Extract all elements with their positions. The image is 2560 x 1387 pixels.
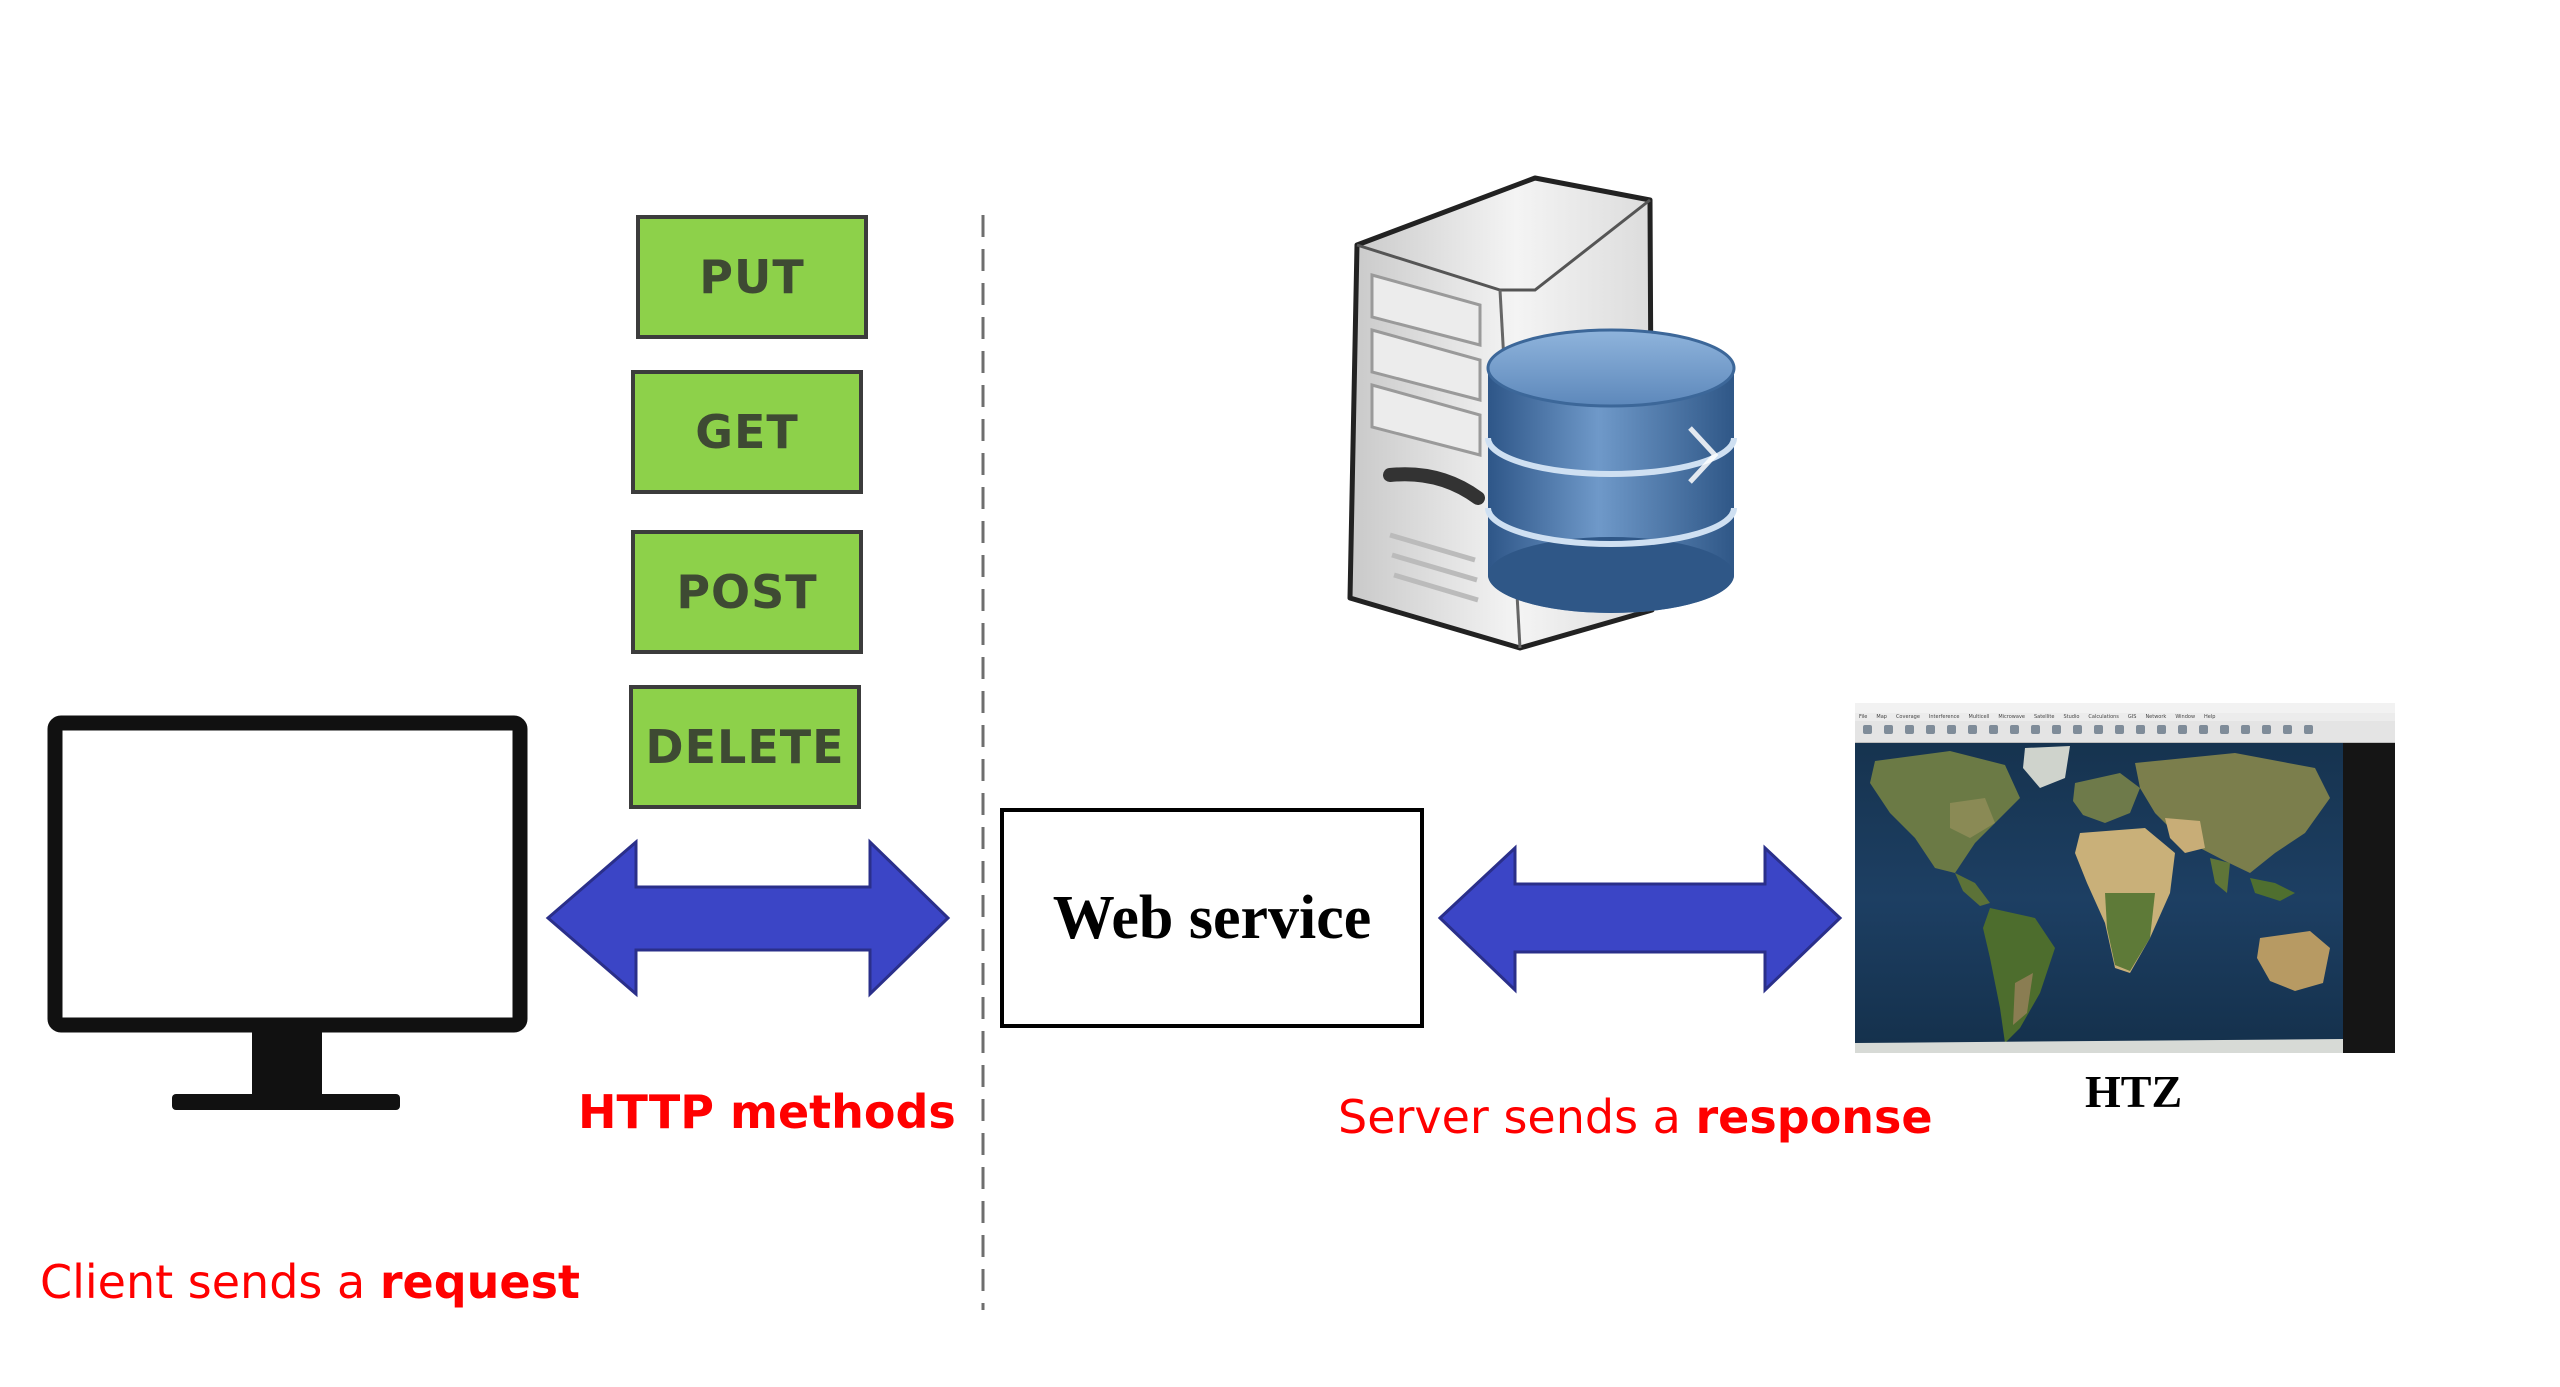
htz-side-panel [2343, 743, 2395, 1053]
htz-toolbar-icon [1926, 725, 1935, 734]
htz-toolbar-icon [2262, 725, 2271, 734]
method-delete-box: DELETE [629, 685, 861, 809]
htz-menu-item: Help [2204, 714, 2216, 720]
method-get-box: GET [631, 370, 863, 494]
htz-toolbar-icon [2073, 725, 2082, 734]
server-label-emphasis: response [1695, 1090, 1933, 1144]
htz-toolbar-icon [1905, 725, 1914, 734]
client-arrow-icon [545, 838, 951, 998]
htz-menu-item: GIS [2127, 714, 2137, 720]
client-label-emphasis: request [379, 1255, 580, 1309]
htz-menu-item: Network [2145, 714, 2167, 720]
htz-toolbar-icon [2115, 725, 2124, 734]
htz-menubar: File Map Coverage Interference Multicell Micr… [1855, 713, 2395, 721]
htz-menu-item: Calculations [2088, 714, 2119, 720]
htz-toolbar [1855, 721, 2395, 743]
htz-toolbar-icon [2178, 725, 2187, 734]
method-put-box: PUT [636, 215, 868, 339]
client-request-label: Client sends a request [40, 1255, 580, 1309]
htz-menu-item: Window [2175, 714, 2196, 720]
htz-menu-item: Coverage [1895, 714, 1920, 720]
htz-toolbar-icon [2283, 725, 2292, 734]
htz-toolbar-icon [2241, 725, 2250, 734]
htz-menu-item: Map [1876, 714, 1887, 720]
htz-label: HTZ [2085, 1066, 2183, 1117]
htz-menu-item: Multicell [1968, 714, 1990, 720]
method-post-box: POST [631, 530, 863, 654]
htz-toolbar-icon [1884, 725, 1893, 734]
server-arrow-icon [1437, 844, 1843, 994]
htz-toolbar-icon [2199, 725, 2208, 734]
htz-app-screenshot: File Map Coverage Interference Multicell Micr… [1855, 703, 2395, 1053]
client-label-prefix: Client sends a [40, 1255, 380, 1309]
htz-menu-item: Studio [2063, 714, 2080, 720]
htz-toolbar-icon [1863, 725, 1872, 734]
server-response-label: Server sends a response [1338, 1090, 1933, 1144]
world-map-icon [1855, 743, 2343, 1053]
htz-toolbar-icon [1947, 725, 1956, 734]
htz-menu-item: Satellite [2033, 714, 2055, 720]
web-service-label: Web service [1052, 883, 1372, 952]
htz-toolbar-icon [2304, 725, 2313, 734]
htz-toolbar-icon [2052, 725, 2061, 734]
server-label-prefix: Server sends a [1338, 1090, 1696, 1144]
web-service-box: Web service [1000, 808, 1424, 1028]
htz-toolbar-icon [1968, 725, 1977, 734]
htz-toolbar-icon [1989, 725, 1998, 734]
htz-toolbar-icon [2094, 725, 2103, 734]
htz-toolbar-icon [2157, 725, 2166, 734]
htz-toolbar-icon [2010, 725, 2019, 734]
htz-titlebar [1855, 703, 2395, 713]
database-icon [1485, 328, 1737, 613]
htz-menu-item: Microwave [1998, 714, 2025, 720]
htz-toolbar-icon [2220, 725, 2229, 734]
htz-menu-item: File [1859, 714, 1868, 720]
htz-toolbar-icon [2031, 725, 2040, 734]
htz-menu-item: Interference [1928, 714, 1960, 720]
htz-toolbar-icon [2136, 725, 2145, 734]
client-monitor-icon [47, 715, 528, 1110]
http-methods-label: HTTP methods [578, 1085, 956, 1139]
